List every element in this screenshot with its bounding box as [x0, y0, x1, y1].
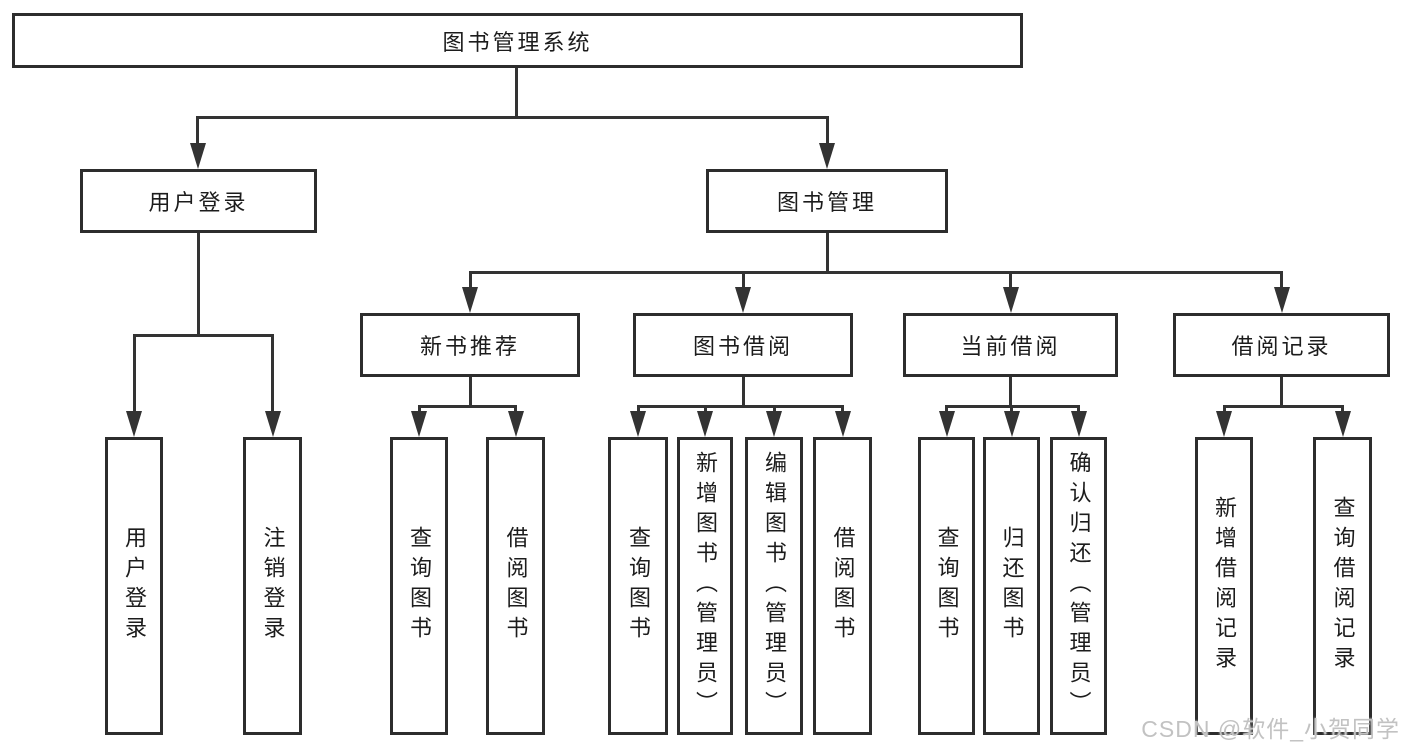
connector-line [773, 405, 776, 414]
node-user-login: 用户登录 [80, 169, 317, 233]
node-leaf-borrow-books-1: 借阅图书 [486, 437, 545, 735]
connector-line [515, 68, 518, 118]
node-leaf-user-login: 用户登录 [105, 437, 163, 735]
arrowhead-icon [835, 411, 851, 437]
node-label: 新增图书（管理员） [693, 451, 718, 721]
node-label: 注销登录 [260, 526, 286, 646]
node-label: 归还图书 [999, 526, 1025, 646]
arrowhead-icon [126, 411, 142, 437]
node-label: 图书借阅 [692, 334, 793, 359]
connector-line [826, 116, 829, 144]
node-current-borrowing: 当前借阅 [903, 313, 1118, 377]
node-label: 查询图书 [407, 526, 432, 646]
connector-line [1077, 405, 1080, 414]
node-leaf-borrow-books-2: 借阅图书 [813, 437, 872, 735]
arrowhead-icon [939, 411, 955, 437]
arrowhead-icon [630, 411, 646, 437]
connector-line [514, 405, 517, 414]
node-label: 确认归还（管理员） [1066, 451, 1092, 721]
node-leaf-add-book-admin: 新增图书（管理员） [677, 437, 733, 735]
node-label: 当前借阅 [960, 334, 1061, 359]
node-label: 新书推荐 [419, 334, 520, 359]
node-label: 用户登录 [148, 190, 249, 215]
node-book-management: 图书管理 [706, 169, 948, 233]
node-new-book-recommendation: 新书推荐 [360, 313, 580, 377]
node-label: 新增借阅记录 [1212, 496, 1237, 676]
connector-line [133, 334, 274, 337]
connector-line [271, 334, 274, 412]
connector-line [197, 233, 200, 336]
node-leaf-query-books-1: 查询图书 [390, 437, 448, 735]
connector-line [418, 405, 517, 408]
connector-line [742, 271, 745, 289]
connector-line [1280, 271, 1283, 289]
node-label: 借阅图书 [503, 526, 529, 646]
connector-line [1223, 405, 1344, 408]
connector-line [1280, 377, 1283, 407]
node-label: 借阅记录 [1231, 334, 1332, 359]
connector-line [1010, 405, 1013, 414]
arrowhead-icon [1071, 411, 1087, 437]
arrowhead-icon [735, 287, 751, 313]
arrowhead-icon [766, 411, 782, 437]
node-leaf-confirm-return-admin: 确认归还（管理员） [1050, 437, 1107, 735]
connector-line [704, 405, 707, 414]
connector-line [196, 116, 829, 119]
node-label: 图书管理系统 [442, 29, 593, 55]
node-library-management-system: 图书管理系统 [12, 13, 1023, 68]
node-leaf-edit-book-admin: 编辑图书（管理员） [745, 437, 803, 735]
node-leaf-query-borrow-record: 查询借阅记录 [1313, 437, 1372, 735]
node-leaf-logout: 注销登录 [243, 437, 302, 735]
node-leaf-return-books: 归还图书 [983, 437, 1040, 735]
node-borrowing-records: 借阅记录 [1173, 313, 1390, 377]
node-label: 编辑图书（管理员） [762, 451, 787, 721]
node-label: 查询图书 [626, 526, 651, 646]
arrowhead-icon [265, 411, 281, 437]
connector-line [637, 405, 640, 414]
connector-line [418, 405, 421, 414]
arrowhead-icon [462, 287, 478, 313]
arrowhead-icon [1003, 287, 1019, 313]
node-leaf-add-borrow-record: 新增借阅记录 [1195, 437, 1253, 735]
connector-line [469, 377, 472, 407]
connector-line [1009, 377, 1012, 407]
csdn-watermark: CSDN @软件_小贺同学 [1141, 716, 1400, 742]
node-leaf-query-books-2: 查询图书 [608, 437, 668, 735]
node-label: 查询借阅记录 [1330, 496, 1356, 676]
connector-line [469, 271, 472, 289]
connector-line [826, 233, 829, 273]
connector-line [1223, 405, 1226, 414]
arrowhead-icon [1274, 287, 1290, 313]
arrowhead-icon [697, 411, 713, 437]
arrowhead-icon [1004, 411, 1020, 437]
arrowhead-icon [1216, 411, 1232, 437]
arrowhead-icon [190, 143, 206, 169]
node-label: 查询图书 [934, 526, 960, 646]
connector-line [133, 334, 136, 412]
node-label: 借阅图书 [830, 526, 856, 646]
node-label: 用户登录 [122, 526, 147, 646]
connector-line [841, 405, 844, 414]
connector-line [742, 377, 745, 407]
node-leaf-query-books-3: 查询图书 [918, 437, 975, 735]
arrowhead-icon [508, 411, 524, 437]
connector-line [196, 116, 199, 144]
connector-line [1341, 405, 1344, 414]
connector-line [1009, 271, 1012, 289]
connector-line [637, 405, 844, 408]
node-book-borrowing: 图书借阅 [633, 313, 853, 377]
connector-line [945, 405, 948, 414]
arrowhead-icon [411, 411, 427, 437]
arrowhead-icon [1335, 411, 1351, 437]
arrowhead-icon [819, 143, 835, 169]
connector-line [469, 271, 1283, 274]
node-label: 图书管理 [776, 190, 877, 215]
